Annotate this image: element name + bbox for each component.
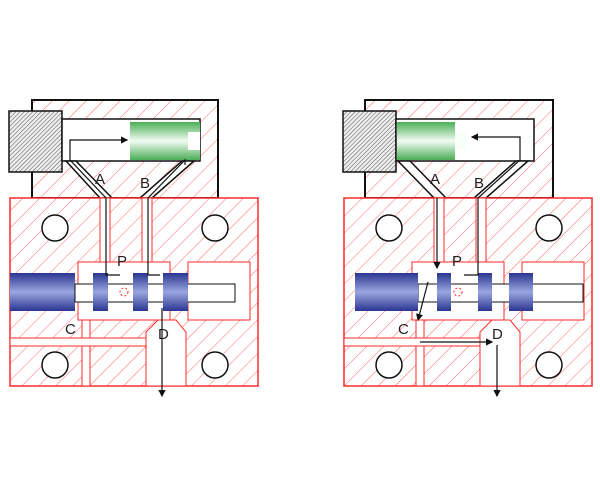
port-a-label: A — [430, 171, 440, 188]
bolt-hole — [41, 214, 69, 242]
bolt-hole — [375, 351, 403, 379]
end-cap — [8, 110, 63, 173]
spool — [355, 273, 418, 311]
spool-land — [163, 273, 188, 311]
end-cap — [342, 110, 397, 173]
flow-arrow — [69, 136, 129, 276]
port-d-label: D — [158, 326, 169, 343]
bolt-hole — [201, 351, 229, 379]
spool-land — [93, 273, 108, 311]
bolt-hole — [201, 214, 229, 242]
port-a-label: A — [95, 171, 105, 188]
spool-land — [509, 273, 533, 311]
port-p-label: P — [452, 253, 462, 270]
bolt-hole — [535, 351, 563, 379]
port-b-label: B — [474, 175, 484, 192]
flow-arrow — [416, 281, 429, 322]
spool-land — [478, 273, 492, 311]
port-b-label: B — [140, 175, 150, 192]
port-d-label: D — [492, 326, 503, 343]
valve-position-1: A B P C D — [8, 99, 259, 398]
valve-position-2: A B P C D — [342, 99, 593, 398]
spool — [10, 273, 75, 311]
spool-land — [437, 273, 451, 311]
piston — [397, 122, 455, 160]
spool-land — [133, 273, 148, 311]
bolt-hole — [41, 351, 69, 379]
flow-arrow — [147, 158, 186, 276]
bolt-hole — [535, 214, 563, 242]
flow-arrow — [464, 133, 521, 276]
port-c-label: C — [65, 321, 76, 338]
port-c-label: C — [398, 321, 409, 338]
port-p-label: P — [117, 253, 127, 270]
bolt-hole — [375, 214, 403, 242]
